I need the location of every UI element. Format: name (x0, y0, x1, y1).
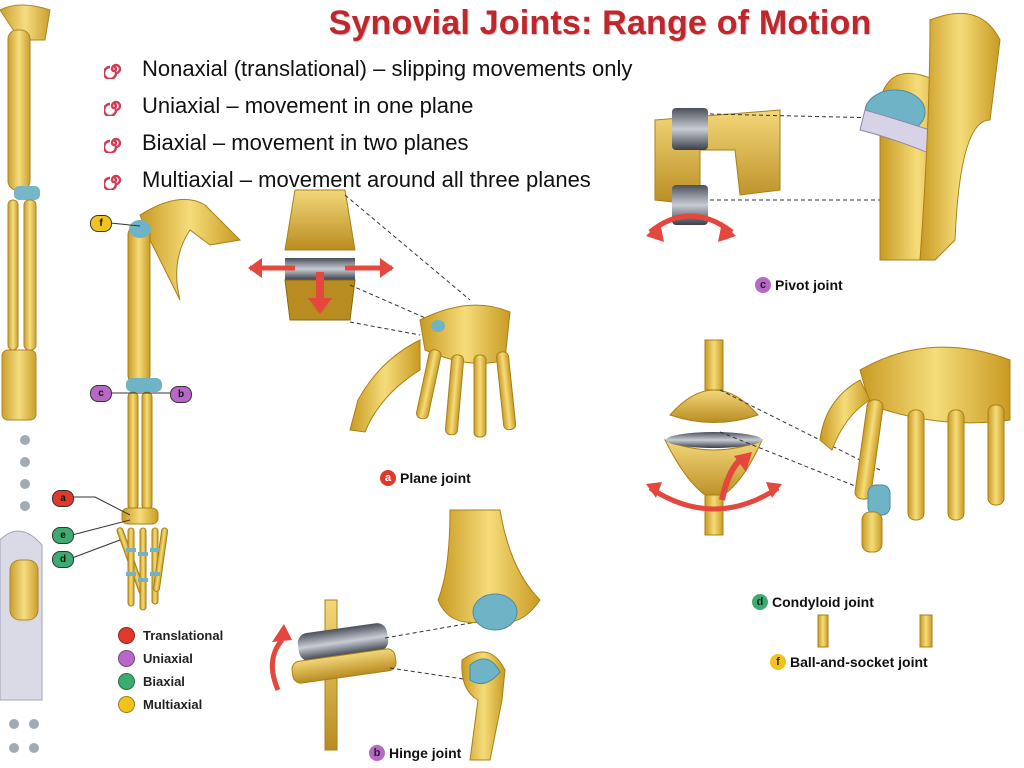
legend-label: Multiaxial (143, 697, 203, 712)
legend-label: Uniaxial (143, 651, 193, 666)
bullet-text: Uniaxial – movement in one plane (142, 92, 474, 118)
bullet-text: Nonaxial (translational) – slipping move… (142, 55, 633, 81)
arm-tag-d: d (52, 551, 74, 568)
arm-skeleton (71, 198, 242, 611)
label-text: Plane joint (400, 470, 471, 486)
bullet-text: Multiaxial – movement around all three p… (142, 166, 591, 192)
letter-badge: f (770, 654, 786, 670)
condyloid-joint-model (646, 339, 881, 536)
pivot-joint-model (646, 108, 890, 242)
slide-title: Synovial Joints: Range of Motion (328, 4, 872, 42)
legend-swatch (118, 696, 135, 713)
letter-badge: b (369, 745, 385, 761)
arm-tag-b: b (170, 386, 192, 403)
hand-plane (349, 304, 517, 438)
bullet-item: Multiaxial – movement around all three p… (104, 161, 704, 198)
pivot-joint-label: c Pivot joint (755, 277, 843, 293)
bullet-item: Nonaxial (translational) – slipping move… (104, 50, 704, 87)
label-text: Hinge joint (389, 745, 462, 761)
legend-item: Uniaxial (118, 647, 223, 670)
bullet-item: Biaxial – movement in two planes (104, 124, 704, 161)
ball-socket-fragment (817, 614, 933, 648)
spiral-bullet-icon (104, 100, 122, 116)
hinge-joint-model (269, 599, 489, 751)
arm-tag-c: c (90, 385, 112, 402)
legend-item: Multiaxial (118, 693, 223, 716)
legend-item: Biaxial (118, 670, 223, 693)
arm-tag-e: e (52, 527, 74, 544)
legend-swatch (118, 673, 135, 690)
arm-tag-a: a (52, 490, 74, 507)
condyloid-joint-label: d Condyloid joint (752, 594, 874, 610)
plane-joint-label: a Plane joint (380, 470, 471, 486)
letter-badge: c (755, 277, 771, 293)
legend-swatch (118, 627, 135, 644)
bullet-list: Nonaxial (translational) – slipping move… (104, 50, 704, 198)
ball-socket-joint-label: f Ball-and-socket joint (770, 654, 928, 670)
arm-tag-f: f (90, 215, 112, 232)
bullet-text: Biaxial – movement in two planes (142, 129, 469, 155)
label-text: Condyloid joint (772, 594, 874, 610)
legend-label: Translational (143, 628, 224, 643)
label-text: Ball-and-socket joint (790, 654, 928, 670)
pivot-bones (859, 12, 1001, 261)
hinge-joint-label: b Hinge joint (369, 745, 461, 761)
legend-swatch (118, 650, 135, 667)
spiral-bullet-icon (104, 174, 122, 190)
letter-badge: a (380, 470, 396, 486)
legend-label: Biaxial (143, 674, 185, 689)
letter-badge: d (752, 594, 768, 610)
hinge-bones (437, 509, 541, 761)
plane-joint-model (248, 189, 471, 336)
label-text: Pivot joint (775, 277, 843, 293)
left-edge-skeleton (0, 4, 51, 753)
spiral-bullet-icon (104, 63, 122, 79)
hand-condyloid (819, 346, 1011, 553)
spiral-bullet-icon (104, 137, 122, 153)
legend: Translational Uniaxial Biaxial Multiaxia… (118, 624, 223, 716)
legend-item: Translational (118, 624, 223, 647)
bullet-item: Uniaxial – movement in one plane (104, 87, 704, 124)
